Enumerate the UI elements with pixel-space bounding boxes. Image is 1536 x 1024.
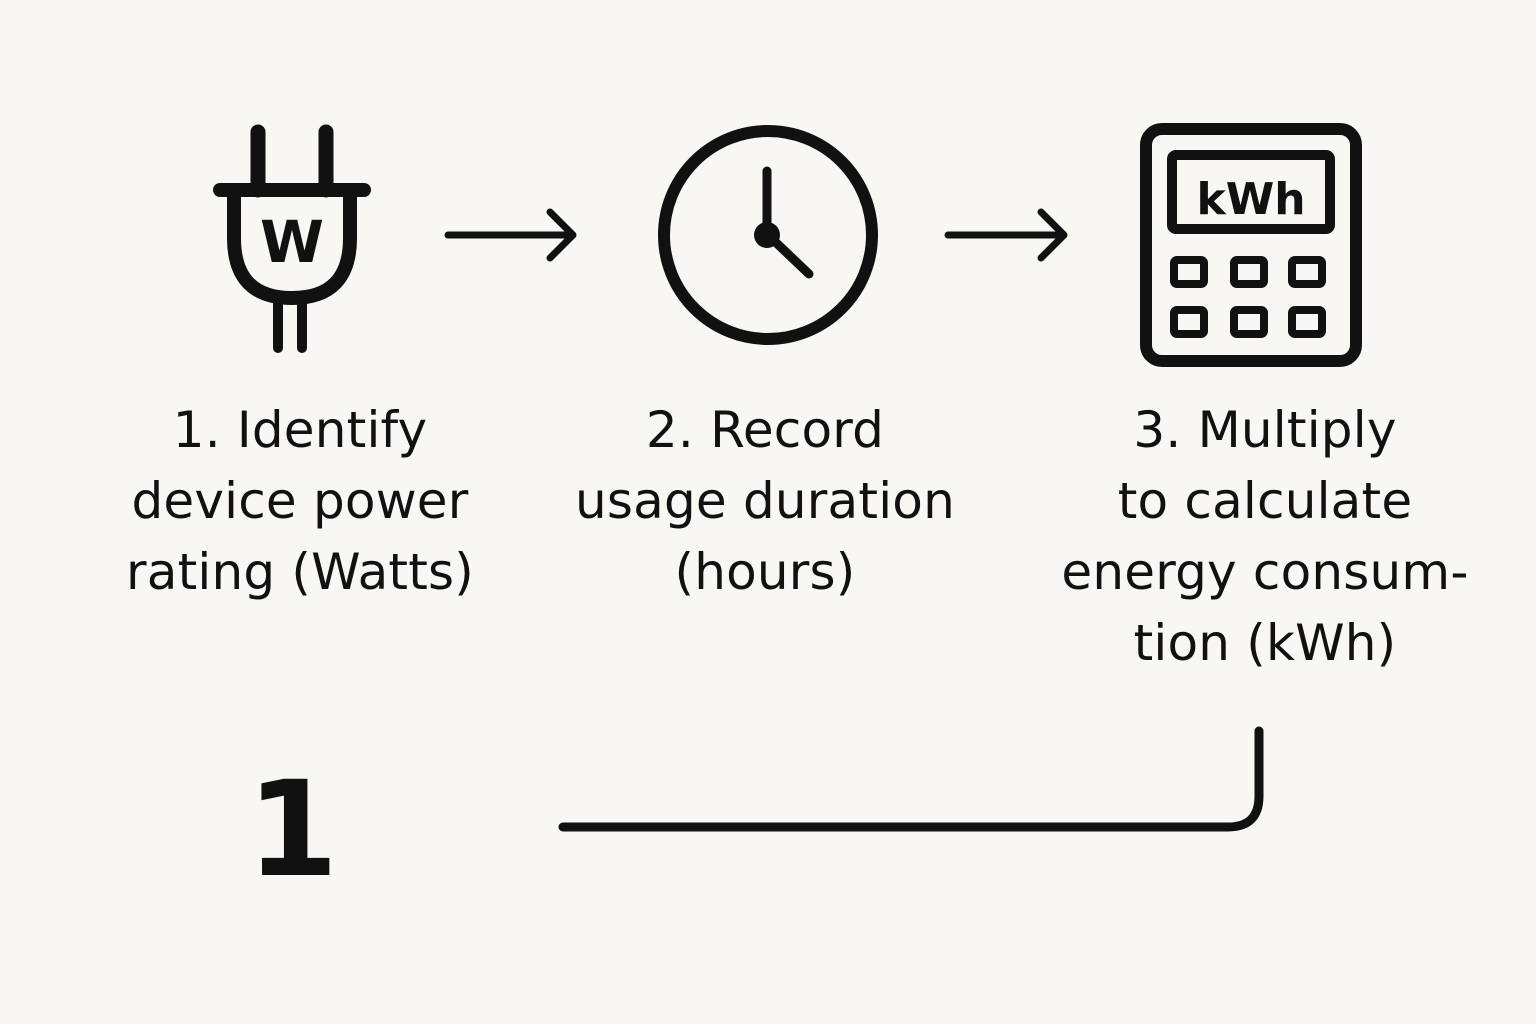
plug-watt-symbol: W <box>260 208 324 276</box>
step-2-label-line: usage duration <box>575 472 955 530</box>
step-2-label-line: 2. Record <box>645 401 885 459</box>
step-3-label: 3. Multiply to calculate energy consum- … <box>1030 395 1500 679</box>
step-3-label-line: energy consum- <box>1061 543 1469 601</box>
step-1-label-line: device power <box>131 472 469 530</box>
loop-back-connector <box>558 726 1264 832</box>
clock-icon <box>658 125 878 345</box>
step-1-label: 1. Identify device power rating (Watts) <box>80 395 520 608</box>
step-2-label-line: (hours) <box>674 543 856 601</box>
step-2-label: 2. Record usage duration (hours) <box>545 395 985 608</box>
calculator-display-text: kWh <box>1196 174 1305 225</box>
arrow-right-icon <box>944 208 1068 262</box>
step-3-label-line: to calculate <box>1117 472 1413 530</box>
arrow-right-icon <box>444 208 577 262</box>
calculator-icon: kWh <box>1140 123 1362 367</box>
step-3-label-line: tion (kWh) <box>1133 614 1397 672</box>
plug-icon: W <box>213 124 371 353</box>
step-1-label-line: rating (Watts) <box>126 543 474 601</box>
corner-number: 1 <box>246 753 339 907</box>
step-3-label-line: 3. Multiply <box>1133 401 1397 459</box>
step-1-label-line: 1. Identify <box>172 401 428 459</box>
